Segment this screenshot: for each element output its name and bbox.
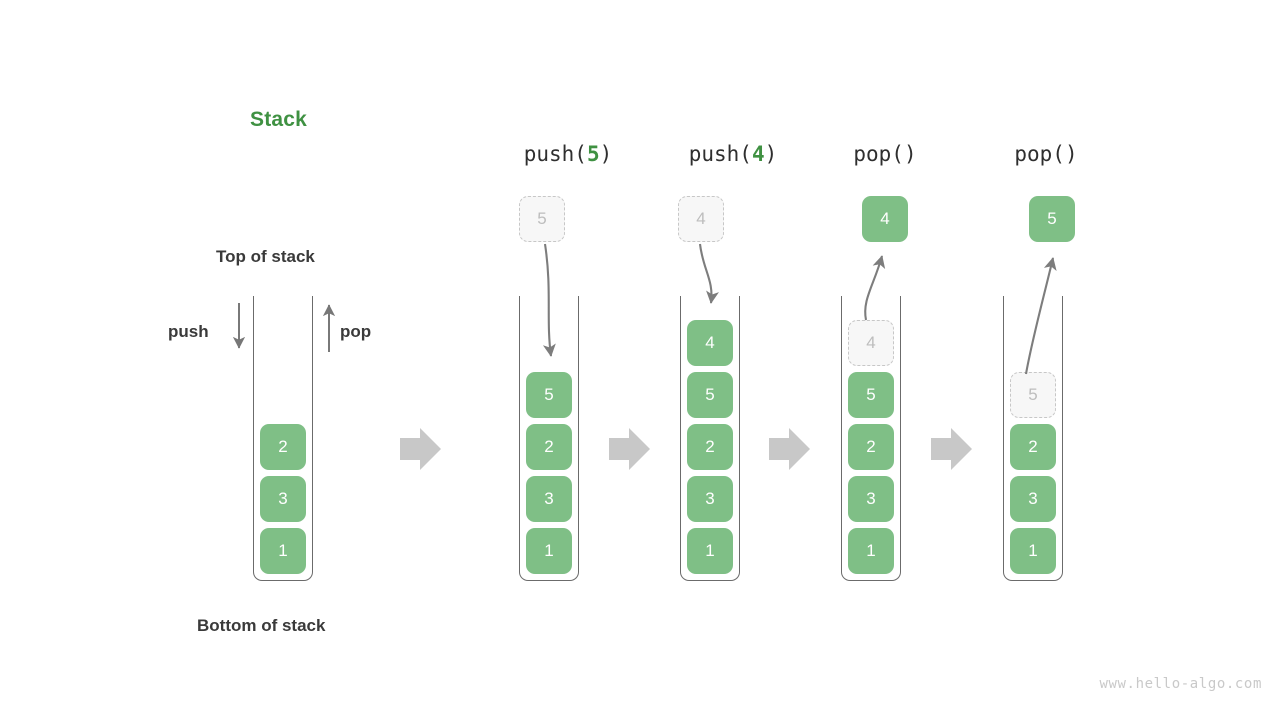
header-suffix: ) [599, 142, 613, 166]
push-label: push [168, 322, 209, 341]
step-arrow [931, 428, 972, 470]
column-header-pop1: pop() [853, 142, 916, 166]
stack-block: 2 [1010, 424, 1056, 470]
header-suffix: ) [903, 142, 917, 166]
stack-block: 1 [260, 528, 306, 574]
stack-ghost-block: 4 [848, 320, 894, 366]
stack-container-pop2 [1003, 296, 1063, 581]
stack-block: 5 [687, 372, 733, 418]
header-arg: 5 [586, 142, 600, 166]
stack-block: 1 [687, 528, 733, 574]
stack-container-pop1 [841, 296, 901, 581]
header-prefix: push( [688, 142, 752, 166]
column-header-push4: push(4) [689, 142, 778, 166]
stack-block: 2 [687, 424, 733, 470]
stack-container-push4 [680, 296, 740, 581]
stack-block: 1 [526, 528, 572, 574]
column-header-pop2: pop() [1014, 142, 1077, 166]
header-suffix: ) [764, 142, 778, 166]
page-title: Stack [250, 108, 308, 131]
stack-ghost-block: 5 [1010, 372, 1056, 418]
step-arrow [400, 428, 441, 470]
top-of-stack-label: Top of stack [216, 247, 315, 266]
stack-block: 1 [1010, 528, 1056, 574]
header-suffix: ) [1064, 142, 1078, 166]
header-prefix: pop( [853, 142, 904, 166]
step-arrow [609, 428, 650, 470]
pop-label: pop [340, 322, 372, 341]
column-header-push5: push(5) [524, 142, 613, 166]
header-arg: 4 [751, 142, 765, 166]
stack-block: 2 [848, 424, 894, 470]
floating-ghost-block: 4 [678, 196, 724, 242]
stack-block: 3 [687, 476, 733, 522]
stack-block: 5 [526, 372, 572, 418]
stack-block: 3 [526, 476, 572, 522]
stack-block: 3 [848, 476, 894, 522]
popped-block: 5 [1029, 196, 1075, 242]
stack-block: 3 [1010, 476, 1056, 522]
motion-arrow-push4 [698, 243, 719, 304]
stack-container-push5 [519, 296, 579, 581]
stack-block: 5 [848, 372, 894, 418]
header-prefix: push( [523, 142, 587, 166]
step-arrow [769, 428, 810, 470]
stack-block: 2 [526, 424, 572, 470]
watermark: www.hello-algo.com [1099, 676, 1262, 692]
stack-container-initial [253, 296, 313, 581]
stack-block: 3 [260, 476, 306, 522]
stack-block: 2 [260, 424, 306, 470]
stack-block: 1 [848, 528, 894, 574]
floating-ghost-block: 5 [519, 196, 565, 242]
bottom-of-stack-label: Bottom of stack [197, 616, 326, 635]
popped-block: 4 [862, 196, 908, 242]
header-prefix: pop( [1014, 142, 1065, 166]
stack-block: 4 [687, 320, 733, 366]
